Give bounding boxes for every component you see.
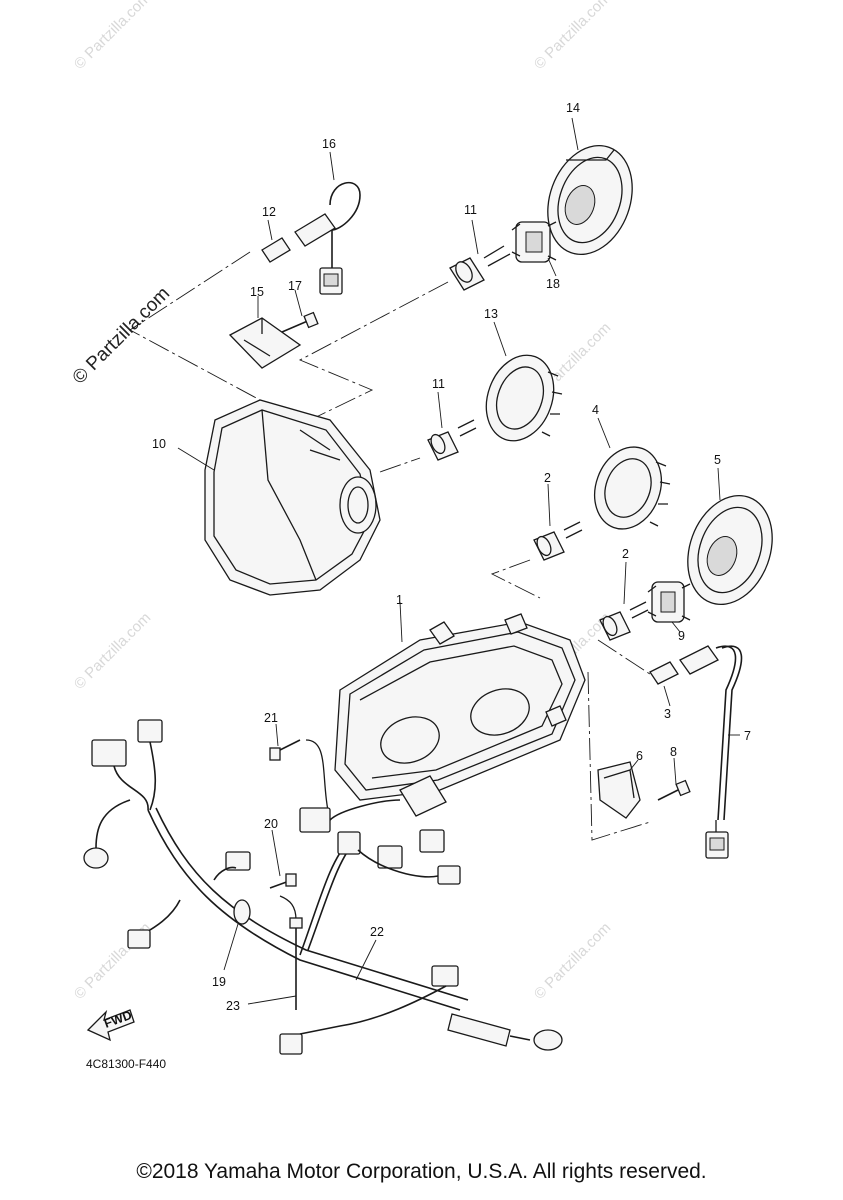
callout-15: 15: [250, 285, 264, 299]
part-17-screw: [281, 289, 319, 333]
part-12-small-bulb: [261, 219, 291, 263]
part-11-bulb-mid: [427, 391, 477, 461]
callout-11-top: 11: [464, 203, 477, 217]
callout-7: 7: [744, 729, 751, 743]
part-11-bulb-top: [449, 219, 511, 291]
callout-20: 20: [264, 817, 278, 831]
callout-10: 10: [152, 437, 166, 451]
part-19-clamp: [223, 899, 251, 971]
part-16-wire-loop: [294, 151, 361, 295]
part-4-ring: [594, 417, 671, 530]
watermark-top-left: © Partzilla.com: [71, 0, 154, 73]
callout-23: 23: [226, 999, 240, 1013]
callout-16: 16: [322, 137, 336, 151]
callout-6: 6: [636, 749, 643, 763]
callout-19: 19: [212, 975, 226, 989]
callout-11-mid: 11: [432, 377, 445, 391]
part-6-bracket: [597, 759, 641, 819]
part-7-cable: [679, 645, 743, 859]
callout-2-lower: 2: [622, 547, 629, 561]
part-23-wire: [247, 928, 297, 1010]
callout-5: 5: [714, 453, 721, 467]
fwd-arrow: FWD: [86, 1008, 135, 1042]
part-20-screw: [269, 829, 303, 929]
part-22-harness-lead: [355, 939, 377, 981]
callout-12: 12: [262, 205, 276, 219]
part-code: 4C81300-F440: [86, 1057, 167, 1071]
callout-21: 21: [264, 711, 278, 725]
watermark-mid-left: © Partzilla.com: [71, 609, 154, 692]
part-2-bulb-upper: [533, 483, 583, 561]
watermark-bottom-right: © Partzilla.com: [531, 919, 614, 1002]
part-3-small-bulb: [649, 661, 679, 707]
callout-3: 3: [664, 707, 671, 721]
part-10-headlight-upper: [177, 399, 381, 596]
part-13-ring: [485, 321, 563, 442]
callout-8: 8: [670, 745, 677, 759]
callouts: 14 16 12 11 18 17 15 13 11 10 4 5 2 2 1 …: [152, 101, 751, 1013]
part-5-reflector: [687, 467, 773, 606]
watermark-top-right: © Partzilla.com: [531, 0, 614, 73]
callout-13: 13: [484, 307, 498, 321]
callout-18: 18: [546, 277, 560, 291]
copyright-notice: ©2018 Yamaha Motor Corporation, U.S.A. A…: [136, 1160, 707, 1183]
callout-17: 17: [288, 279, 302, 293]
part-2-bulb-lower: [599, 561, 649, 641]
callout-4: 4: [592, 403, 599, 417]
callout-22: 22: [370, 925, 384, 939]
part-15-cover: [228, 296, 302, 369]
callout-1: 1: [396, 593, 403, 607]
callout-2-upper: 2: [544, 471, 551, 485]
part-18-socket: [511, 221, 557, 277]
assembly-lines-middle: [490, 559, 657, 841]
assembly-lines-upper: [129, 251, 449, 473]
part-14-housing: [547, 117, 633, 256]
callout-9: 9: [678, 629, 685, 643]
watermark-main: © Partzilla.com: [69, 283, 174, 388]
part-9-socket: [647, 581, 691, 633]
wiring-harness: [83, 719, 563, 1055]
part-21-screw: [269, 723, 331, 821]
part-8-screw: [657, 757, 691, 801]
callout-14: 14: [566, 101, 580, 115]
part-1-headlight-main: [334, 601, 586, 801]
